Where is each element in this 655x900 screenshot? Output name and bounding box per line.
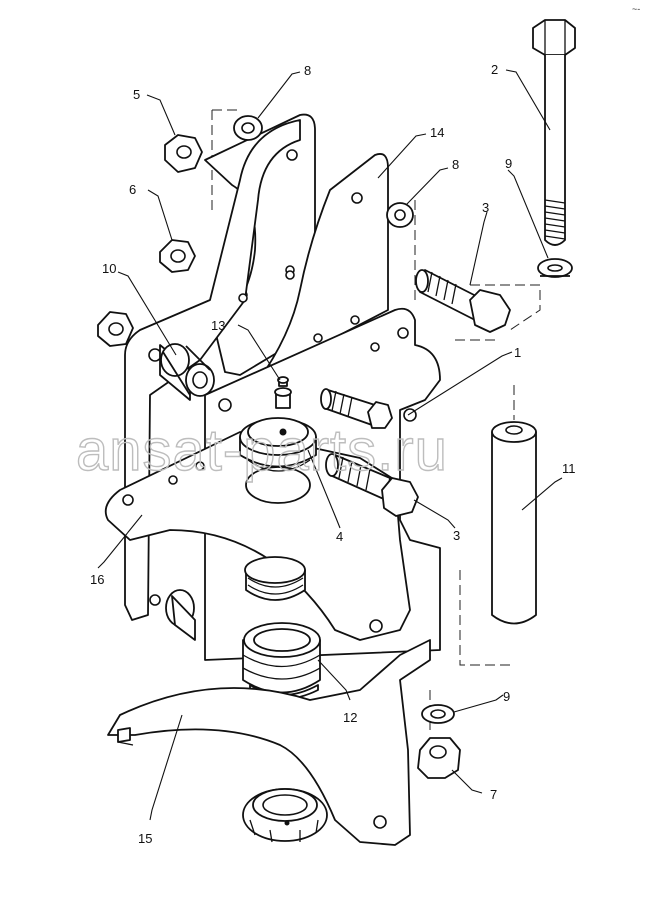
callout-10: 10 [102,261,116,276]
callout-16: 16 [90,572,104,587]
callout-4: 4 [336,529,343,544]
grease-fitting-13 [274,376,292,409]
nut-left-frame [97,311,134,347]
callout-14: 14 [430,125,444,140]
callout-2: 2 [491,62,498,77]
lock-washer-9-upper [537,258,573,278]
bottom-ring-nut [242,788,328,843]
callout-labels: 1 2 3 3 4 5 6 7 8 8 9 9 10 11 12 13 14 1… [90,62,576,846]
callout-leaders [97,69,563,821]
seal-ring-upper [244,556,306,601]
callout-15: 15 [138,831,152,846]
lower-spacer [165,589,196,641]
callout-9-lower: 9 [503,689,510,704]
side-plate-14 [249,153,389,396]
bolt-3-upper [415,269,511,333]
washer-8-right [386,202,414,228]
watermark-text: ansat-parts.ru [76,418,448,483]
callout-1: 1 [514,345,521,360]
lock-washer-9-lower [421,704,455,724]
callout-12: 12 [343,710,357,725]
nut-6 [159,239,196,273]
nut-5 [164,134,203,173]
bushing-4 [239,417,317,472]
pin-11 [491,421,537,625]
callout-13: 13 [211,318,225,333]
callout-8-right: 8 [452,157,459,172]
bolt-3-middle [320,388,393,429]
long-bolt-2 [532,19,576,246]
callout-9-upper: 9 [505,156,512,171]
bolt-3-lower [325,453,419,517]
callout-3-lower: 3 [453,528,460,543]
callout-11: 11 [562,461,576,476]
spacer-tube-10 [159,343,215,401]
upper-yoke-16 [104,431,411,641]
callout-5: 5 [133,87,140,102]
callout-6: 6 [129,182,136,197]
nut-7 [417,737,461,779]
washer-8-left [233,115,263,141]
callout-8-left: 8 [304,63,311,78]
lower-yoke-15 [107,639,431,846]
callout-3-upper: 3 [482,200,489,215]
corner-mark: ~- [632,4,640,14]
callout-7: 7 [490,787,497,802]
bushing-12 [242,622,321,700]
